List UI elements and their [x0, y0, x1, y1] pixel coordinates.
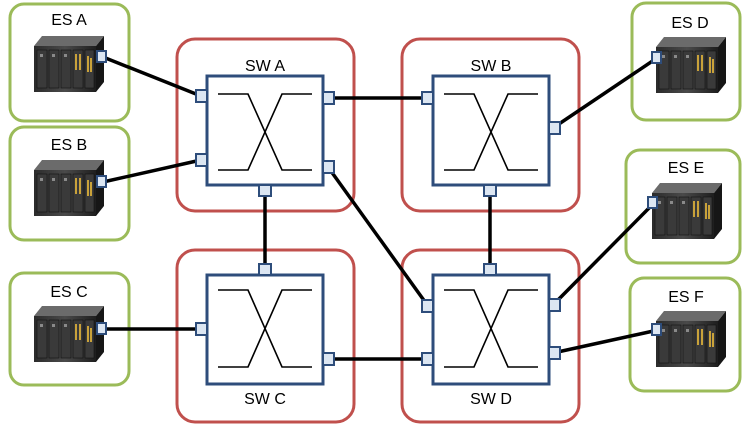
server-rack-icon — [655, 310, 727, 368]
port-icon — [322, 352, 335, 366]
crossbar-switch-icon — [444, 93, 538, 171]
es-d-label: ES D — [671, 15, 708, 32]
port-icon — [258, 263, 272, 276]
sw-c-switch — [205, 273, 325, 386]
server-rack-icon — [33, 159, 105, 217]
port-icon — [483, 263, 497, 276]
port-icon — [548, 298, 561, 312]
port-icon — [421, 91, 434, 105]
port-icon — [96, 322, 107, 335]
port-icon — [651, 51, 662, 64]
crossbar-switch-icon — [218, 93, 312, 171]
port-icon — [322, 91, 335, 105]
sw-d-switch — [431, 273, 551, 386]
port-icon — [96, 175, 107, 188]
server-rack-icon — [33, 35, 105, 93]
server-rack-icon — [33, 305, 105, 363]
crossbar-switch-icon — [444, 289, 538, 368]
es-d-server — [651, 36, 727, 94]
crossbar-switch-icon — [218, 289, 312, 368]
link-es-e-sw-d — [551, 201, 656, 307]
es-a-server — [33, 35, 107, 93]
sw-c-label: SW C — [244, 391, 286, 408]
es-e-server — [647, 182, 723, 240]
sw-a-label: SW A — [245, 58, 285, 75]
port-icon — [647, 196, 658, 209]
port-icon — [548, 121, 561, 135]
sw-b-label: SW B — [471, 58, 512, 75]
es-b-server — [33, 159, 107, 217]
es-a-label: ES A — [51, 12, 87, 29]
link-es-d-sw-b — [552, 56, 658, 130]
port-icon — [421, 352, 434, 366]
port-icon — [96, 50, 107, 63]
es-d-box — [630, 1, 742, 122]
es-a-box — [8, 2, 131, 123]
es-b-label: ES B — [51, 137, 87, 154]
link-es-a-sw-a — [102, 55, 202, 98]
port-icon — [195, 153, 208, 167]
server-rack-icon — [655, 36, 727, 94]
es-c-server — [33, 305, 107, 363]
es-e-label: ES E — [668, 160, 704, 177]
ports — [195, 89, 561, 366]
port-icon — [322, 160, 335, 174]
port-icon — [195, 322, 208, 336]
link-sw-a-sw-d — [326, 165, 430, 308]
port-icon — [258, 184, 272, 197]
es-c-label: ES C — [50, 284, 87, 301]
port-icon — [421, 299, 434, 313]
sw-a-switch — [205, 74, 325, 187]
es-f-label: ES F — [668, 289, 704, 306]
port-icon — [548, 346, 561, 360]
sw-d-label: SW D — [470, 391, 512, 408]
link-es-b-sw-a — [102, 158, 202, 184]
server-rack-icon — [651, 182, 723, 240]
link-es-f-sw-d — [552, 328, 659, 355]
port-icon — [483, 184, 497, 197]
port-icon — [651, 323, 662, 336]
es-b-box — [8, 125, 131, 242]
sw-b-switch — [431, 74, 551, 187]
es-f-server — [651, 310, 727, 368]
es-e-box — [624, 148, 742, 265]
links — [102, 55, 659, 361]
port-icon — [195, 89, 208, 103]
